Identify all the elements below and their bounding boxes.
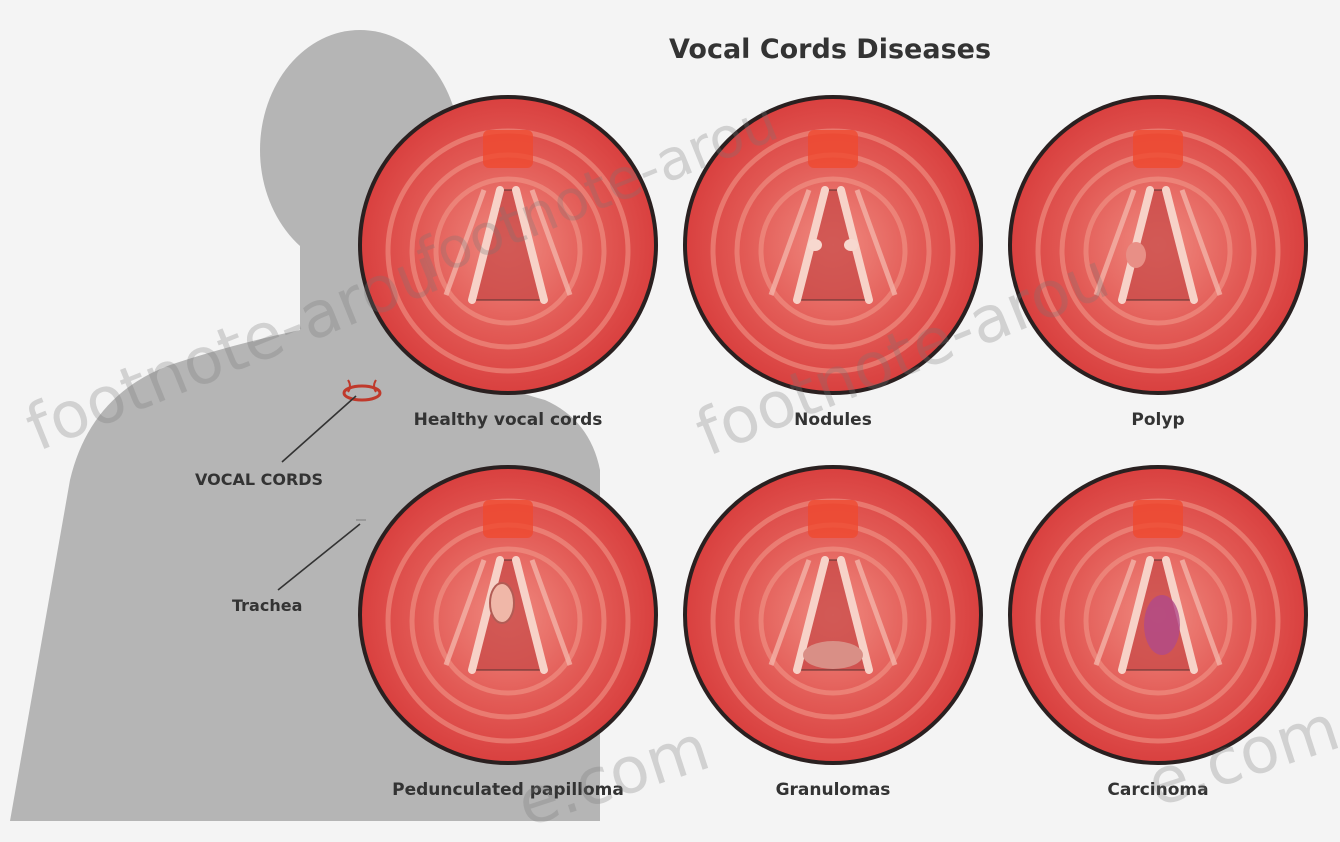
diagram-canvas: Vocal Cords Diseases VOCAL CORDS Trachea… [0, 0, 1340, 821]
panel-carcinoma [1010, 467, 1306, 763]
caption-papilloma: Pedunculated papilloma [358, 780, 658, 800]
trachea-label: Trachea [232, 596, 302, 615]
lesion [808, 239, 822, 251]
lesion [490, 583, 514, 623]
caption-nodules: Nodules [683, 410, 983, 430]
panel-papilloma [360, 467, 656, 763]
lesion [1126, 242, 1146, 268]
panel-nodules [685, 97, 981, 393]
caption-polyp: Polyp [1008, 410, 1308, 430]
lesion [844, 239, 858, 251]
caption-carcinoma: Carcinoma [1008, 780, 1308, 800]
caption-healthy: Healthy vocal cords [358, 410, 658, 430]
lesion [1144, 595, 1180, 655]
lesion [803, 641, 863, 669]
panel-healthy [360, 97, 656, 393]
diagram-title: Vocal Cords Diseases [580, 34, 1080, 65]
panel-granulomas [685, 467, 981, 763]
panel-polyp [1010, 97, 1306, 393]
vocal-cords-label: VOCAL CORDS [195, 470, 323, 489]
caption-granulomas: Granulomas [683, 780, 983, 800]
